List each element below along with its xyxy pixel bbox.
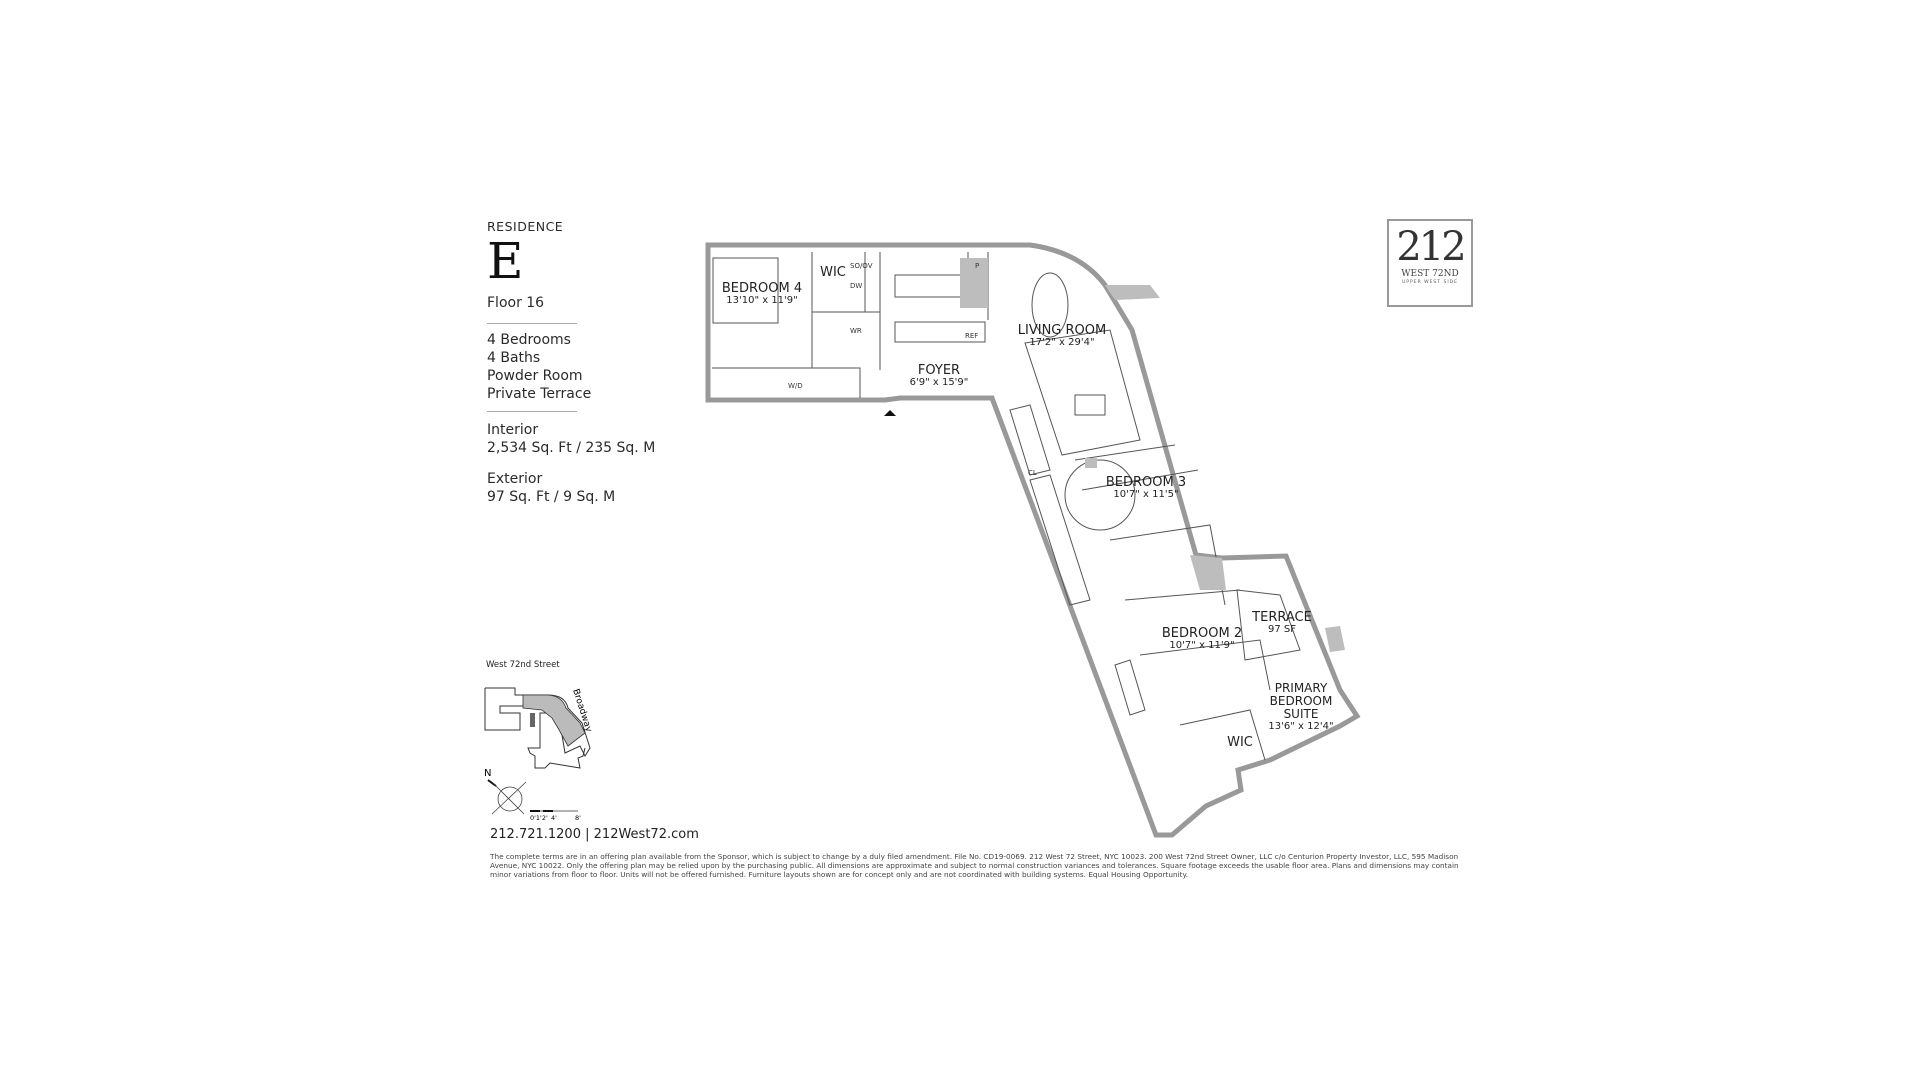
feature-item: 4 Baths (487, 350, 541, 366)
scale-label: 8' (575, 814, 581, 822)
divider (487, 411, 577, 412)
interior-label: Interior (487, 422, 539, 438)
logo: 212 WEST 72ND UPPER WEST SIDE (1387, 219, 1473, 307)
residence-label: RESIDENCE (487, 219, 564, 234)
fixture-label: W/D (788, 382, 803, 390)
exterior-wall (705, 242, 1361, 838)
feature-item: Powder Room (487, 368, 583, 384)
compass-icon (497, 786, 523, 812)
phone-number[interactable]: 212.721.1200 (490, 827, 581, 842)
logo-number: 212 (1396, 224, 1466, 270)
room-wic: WIC (820, 265, 846, 280)
street-label: West 72nd Street (486, 660, 560, 670)
fixture-label: WR (850, 327, 862, 335)
scale-label: 4' (551, 814, 557, 822)
logo-tagline: UPPER WEST SIDE (1402, 280, 1458, 285)
floor-label: Floor 16 (487, 295, 545, 311)
exterior-value: 97 Sq. Ft / 9 Sq. M (487, 489, 616, 505)
fixture-label: CL (1028, 469, 1037, 477)
feature-list: 4 Bedrooms 4 Baths Powder Room Private T… (487, 331, 591, 403)
interior-value: 2,534 Sq. Ft / 235 Sq. M (487, 440, 656, 456)
scale-label: 0'1'2' (530, 814, 548, 822)
feature-item: 4 Bedrooms (487, 332, 571, 348)
room-wic-primary: WIC (1227, 735, 1253, 750)
entry-arrow-icon (884, 410, 896, 416)
feature-item: Private Terrace (487, 386, 592, 402)
contact-line: 212.721.1200 | 212West72.com (490, 827, 699, 842)
key-plan: Broadway N 0'1'2' 4' 8' (484, 687, 594, 822)
fixture-label: REF (965, 332, 978, 340)
disclaimer: The complete terms are in an offering pl… (490, 852, 1459, 879)
fixture-label: DW (850, 282, 862, 290)
separator: | (585, 827, 590, 842)
website-link[interactable]: 212West72.com (593, 827, 699, 842)
fixture-label: SO/OV (850, 262, 873, 270)
fixture-label: P (975, 262, 979, 270)
divider (487, 323, 577, 324)
exterior-label: Exterior (487, 471, 543, 487)
logo-street: WEST 72ND (1401, 269, 1459, 279)
residence-letter: E (487, 232, 524, 290)
north-label: N (484, 768, 491, 779)
